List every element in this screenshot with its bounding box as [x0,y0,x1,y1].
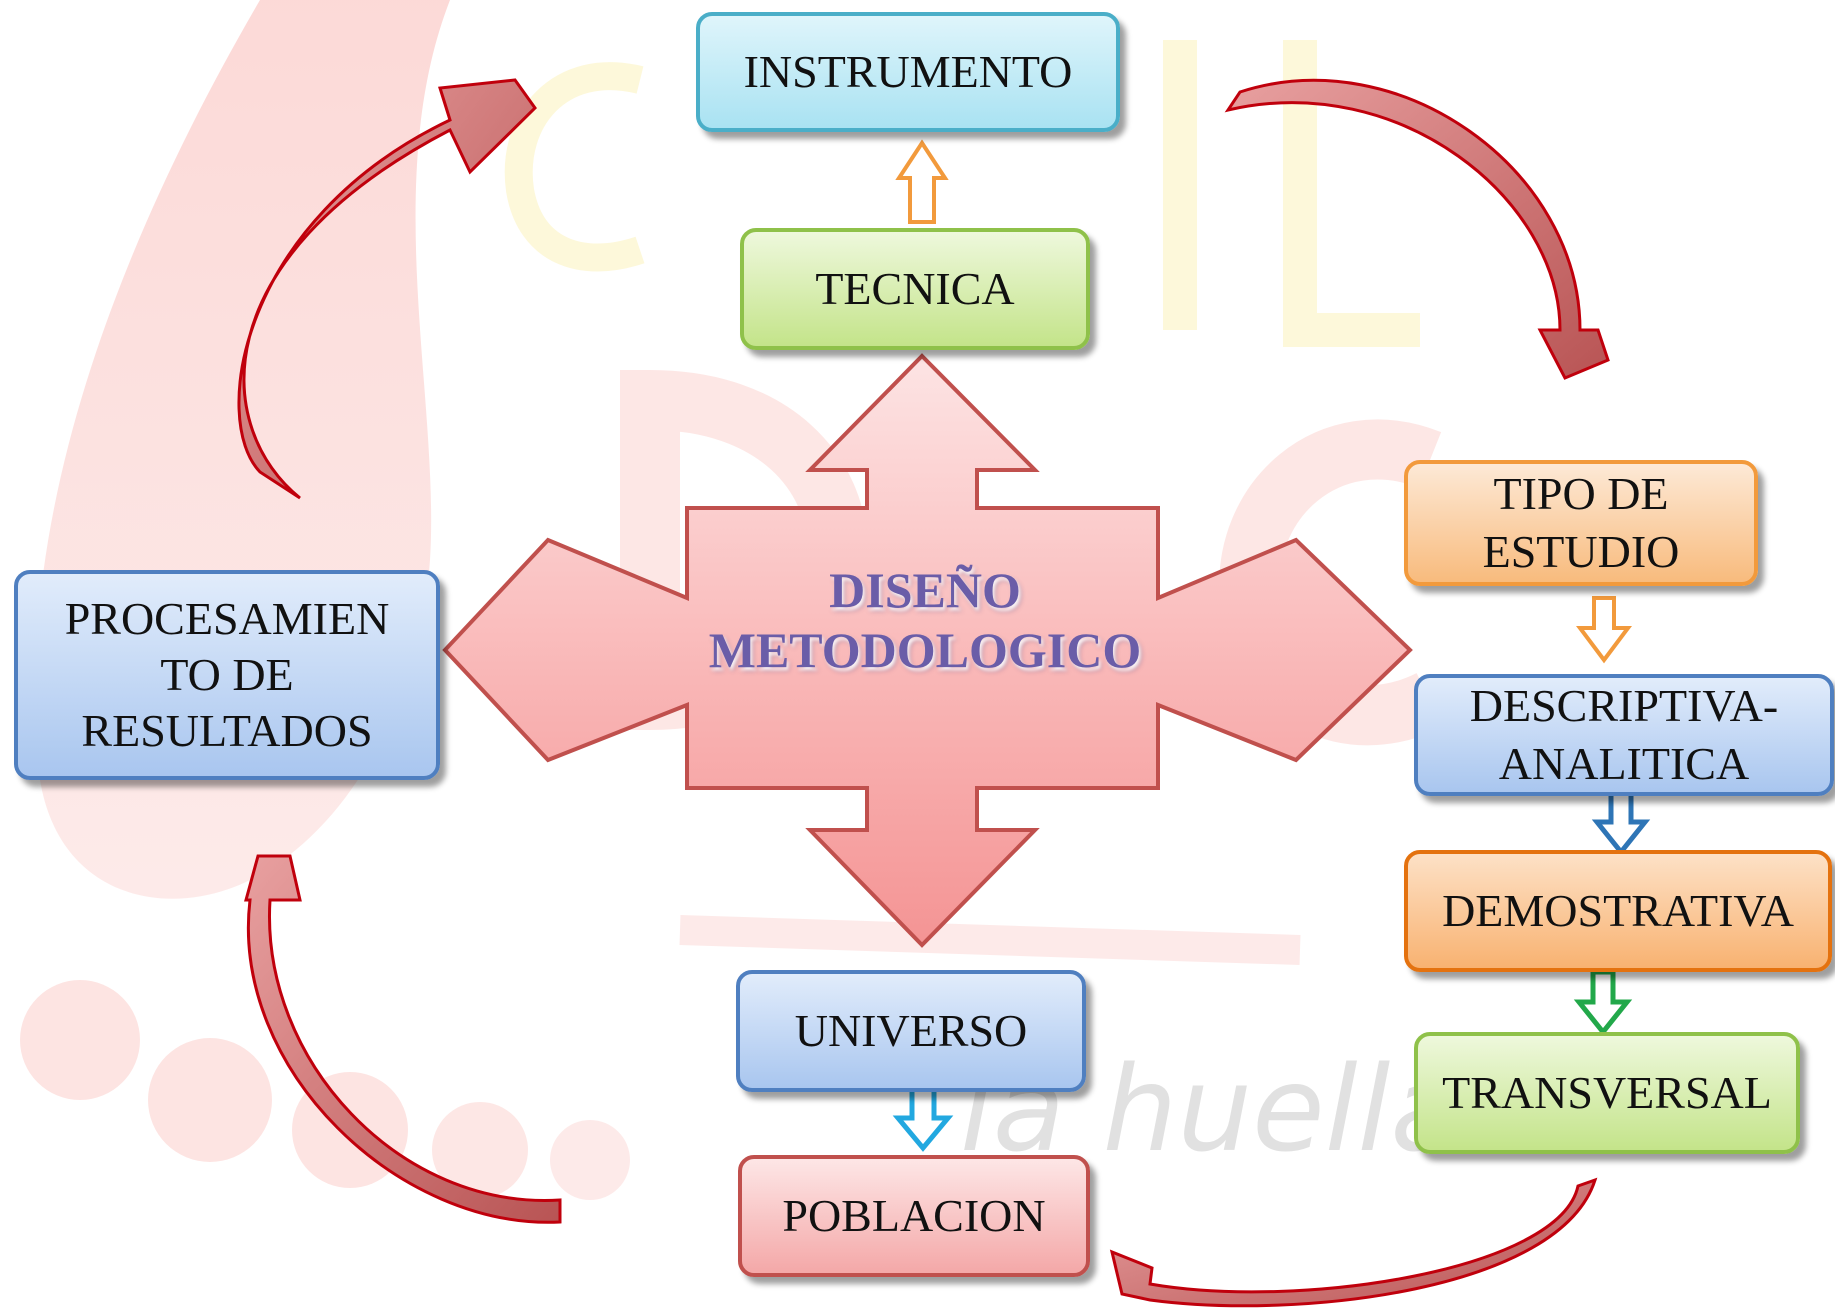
node-descriptiva-analitica: DESCRIPTIVA- ANALITICA [1414,674,1834,796]
curved-arrow-icon [1109,1177,1598,1308]
curved-arrow-icon [237,78,537,500]
curved-arrow-icon [1224,78,1610,380]
node-instrumento: INSTRUMENTO [696,12,1120,132]
node-transversal: TRANSVERSAL [1414,1032,1800,1154]
arrow-down-icon [1576,596,1632,664]
node-poblacion: POBLACION [738,1155,1090,1277]
node-tecnica: TECNICA [740,228,1090,350]
node-procesamiento-de-resultados: PROCESAMIEN TO DE RESULTADOS [14,570,440,780]
node-universo: UNIVERSO [736,970,1086,1092]
arrow-up-icon [895,139,949,224]
curved-arrow-icon [244,854,562,1224]
node-demostrativa: DEMOSTRATIVA [1404,850,1832,972]
arrow-down-icon [1573,969,1633,1037]
center-title: DISEÑO METODOLOGICO [708,562,1142,678]
node-tipo-de-estudio: TIPO DE ESTUDIO [1404,460,1758,586]
